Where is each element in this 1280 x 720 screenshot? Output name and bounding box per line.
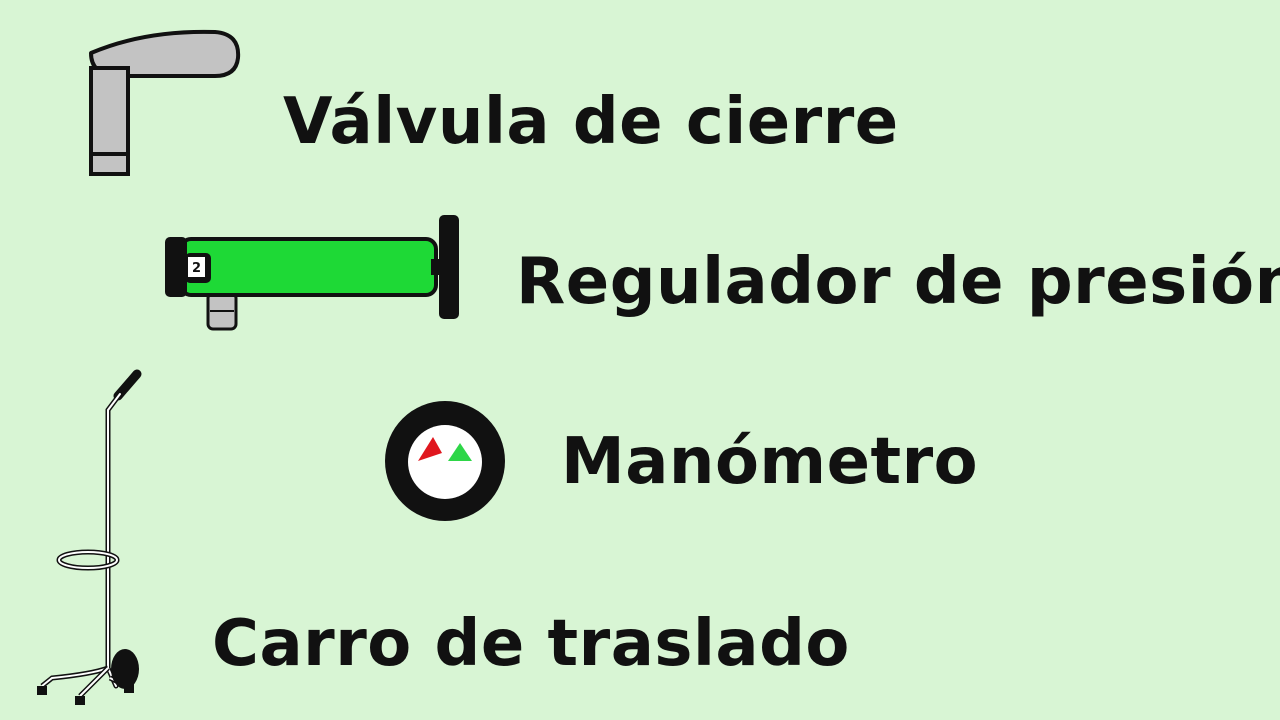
pressure-regulator-icon: 2	[165, 215, 459, 331]
gauge-label: Manómetro	[561, 425, 979, 499]
regulator-badge-number: 2	[192, 261, 201, 276]
valve-label: Válvula de cierre	[283, 85, 899, 159]
shutoff-valve-icon	[89, 29, 241, 176]
regulator-label: Regulador de presión	[516, 245, 1280, 319]
transport-cart-icon	[37, 369, 142, 705]
pressure-gauge-icon	[385, 401, 505, 521]
cart-label: Carro de traslado	[212, 607, 850, 681]
